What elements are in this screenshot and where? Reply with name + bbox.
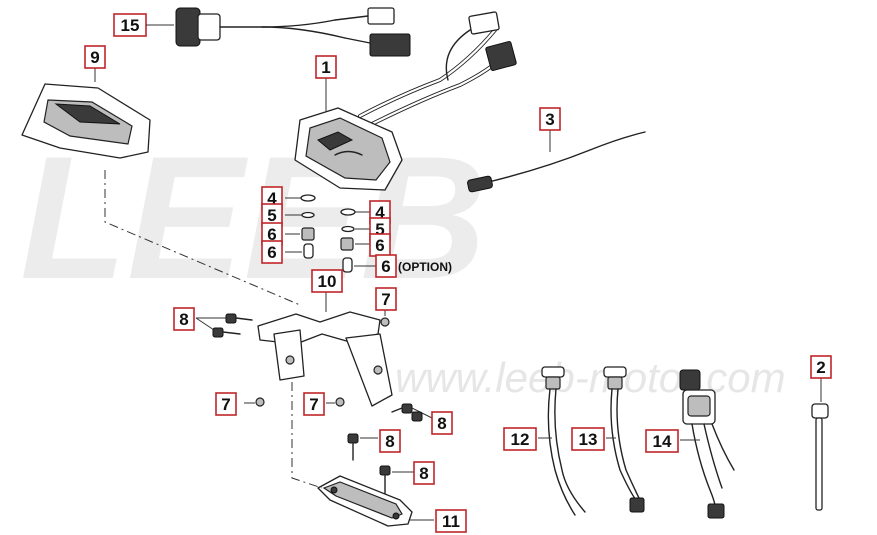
- part-12-indicator-light: [538, 366, 586, 516]
- callout-3: 3: [539, 107, 561, 131]
- svg-text:6: 6: [267, 225, 276, 244]
- svg-text:8: 8: [419, 464, 428, 483]
- part-10-mounting-bracket: [257, 292, 393, 407]
- svg-text:1: 1: [321, 58, 330, 77]
- svg-text:13: 13: [579, 430, 598, 449]
- callout-labels: 15 9 1 3 4 5 6 6: [84, 13, 832, 533]
- svg-text:6: 6: [381, 257, 390, 276]
- callout-6-left-lower: 6: [261, 240, 283, 264]
- callout-11: 11: [435, 509, 467, 533]
- callout-15: 15: [113, 13, 174, 37]
- assembly-guide-lines: [104, 170, 323, 489]
- bolt-group: [195, 313, 433, 495]
- watermark-url: www.leeb-motor.com: [395, 354, 786, 401]
- fastener-stack-right: [340, 208, 376, 273]
- svg-text:7: 7: [221, 395, 230, 414]
- callout-9: 9: [84, 45, 106, 69]
- small-fastener-group: [244, 308, 390, 407]
- option-note: (OPTION): [398, 260, 452, 274]
- fastener-stack-left: [285, 194, 316, 259]
- callout-7-top: 7: [375, 287, 397, 311]
- callout-1: 1: [315, 55, 337, 79]
- callout-7-center: 7: [303, 392, 325, 416]
- callout-2: 2: [810, 355, 832, 379]
- svg-text:8: 8: [437, 414, 446, 433]
- callout-14: 14: [645, 429, 679, 453]
- callout-6-right-option: 6: [375, 254, 397, 278]
- part-14-switch: [679, 369, 735, 519]
- part-3-speedo-cable: [467, 128, 646, 193]
- callout-13: 13: [571, 427, 605, 451]
- svg-text:8: 8: [385, 432, 394, 451]
- svg-text:7: 7: [309, 395, 318, 414]
- svg-text:5: 5: [375, 220, 384, 239]
- svg-text:6: 6: [375, 236, 384, 255]
- svg-text:12: 12: [511, 430, 530, 449]
- part-15-cable-harness: [175, 7, 411, 57]
- svg-text:8: 8: [179, 310, 188, 329]
- callout-6-right-upper: 6: [369, 233, 391, 257]
- svg-text:7: 7: [381, 290, 390, 309]
- callout-7-left: 7: [215, 392, 237, 416]
- callout-8-right-lower: 8: [413, 461, 435, 485]
- svg-text:2: 2: [816, 358, 825, 377]
- watermark: LEEB www.leeb-motor.com: [20, 121, 786, 401]
- svg-text:4: 4: [375, 203, 385, 222]
- part-9-visor: [21, 68, 151, 159]
- svg-text:14: 14: [653, 432, 672, 451]
- callout-8-right-upper: 8: [431, 411, 453, 435]
- svg-text:9: 9: [90, 48, 99, 67]
- svg-text:4: 4: [267, 189, 277, 208]
- svg-text:10: 10: [318, 272, 337, 291]
- callout-8-right-middle: 8: [379, 429, 401, 453]
- callout-10: 10: [311, 269, 343, 293]
- svg-text:6: 6: [267, 243, 276, 262]
- part-1-instrument-cluster: [294, 11, 517, 191]
- svg-text:3: 3: [545, 110, 554, 129]
- svg-text:11: 11: [442, 512, 460, 531]
- callout-8-left: 8: [173, 307, 195, 331]
- callout-12: 12: [503, 427, 537, 451]
- part-13-indicator-light: [603, 366, 645, 513]
- part-2-cable-tie: [811, 378, 829, 511]
- svg-text:15: 15: [121, 16, 140, 35]
- part-11-lower-bracket: [317, 475, 434, 527]
- svg-text:5: 5: [267, 206, 276, 225]
